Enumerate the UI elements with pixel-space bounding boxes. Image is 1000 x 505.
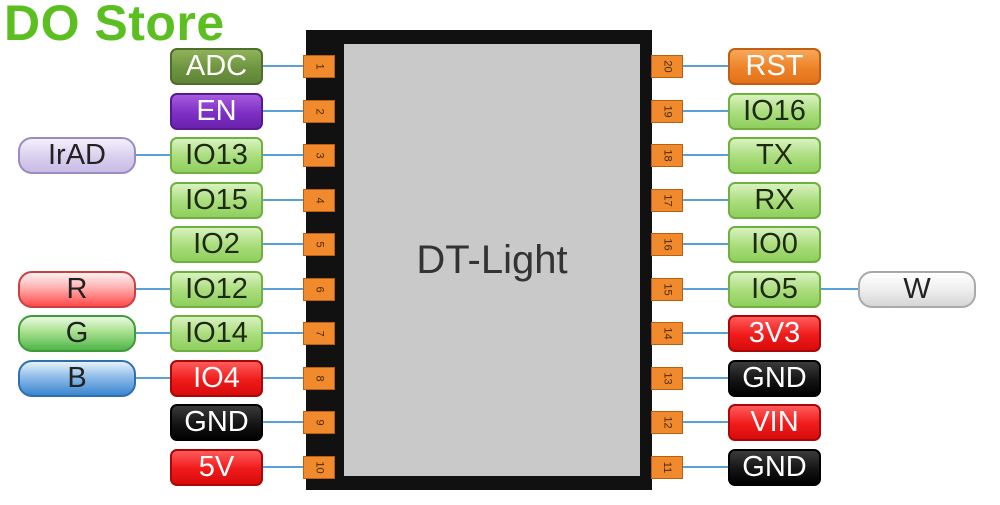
pin-pad-15: 15 — [651, 277, 683, 301]
pin-pad-3: 3 — [303, 144, 335, 167]
function-connector-line — [821, 287, 858, 290]
pin-label-gnd: GND — [170, 404, 263, 441]
pin-number: 14 — [661, 327, 674, 340]
pin-pad-2: 2 — [303, 99, 335, 123]
pin-number: 20 — [661, 60, 674, 73]
function-connector-line — [136, 332, 170, 334]
pin-label-3v3: 3V3 — [728, 315, 821, 352]
pin-label-io12: IO12 — [170, 270, 263, 308]
pin-number: 3 — [313, 152, 326, 159]
pin-number: 15 — [661, 282, 674, 296]
pin-label-io4: IO4 — [170, 359, 263, 397]
pin-number: 1 — [313, 63, 326, 70]
pin-label-tx: TX — [728, 137, 821, 174]
pin-label-io16: IO16 — [728, 92, 821, 130]
pin-connector-line — [263, 332, 303, 334]
pin-connector-line — [683, 287, 728, 290]
pin-connector-line — [263, 65, 303, 67]
pin-pad-9: 9 — [303, 411, 335, 434]
pin-pad-17: 17 — [651, 188, 683, 212]
pin-number: 7 — [313, 330, 326, 337]
function-connector-line — [136, 287, 170, 290]
pin-pad-14: 14 — [651, 322, 683, 345]
pin-label-en: EN — [170, 92, 263, 130]
pin-number: 6 — [313, 285, 326, 293]
pin-number: 19 — [661, 104, 674, 118]
pin-connector-line — [263, 465, 303, 468]
pin-connector-line — [683, 198, 728, 201]
pin-pad-12: 12 — [651, 411, 683, 434]
pin-connector-line — [683, 109, 728, 112]
pin-pad-6: 6 — [303, 277, 335, 301]
pin-number: 13 — [661, 371, 674, 385]
pin-label-gnd: GND — [728, 448, 821, 486]
pin-number: 10 — [313, 460, 326, 474]
pin-number: 11 — [661, 461, 674, 473]
function-label-r: R — [18, 270, 136, 308]
function-label-w: W — [858, 270, 976, 308]
pin-label-vin: VIN — [728, 404, 821, 441]
module-shield — [344, 44, 640, 476]
pin-pad-16: 16 — [651, 233, 683, 256]
pin-connector-line — [683, 376, 728, 379]
pin-number: 17 — [661, 193, 674, 207]
pin-connector-line — [263, 154, 303, 156]
function-connector-line — [136, 376, 170, 379]
function-label-irad: IrAD — [18, 137, 136, 174]
pin-pad-7: 7 — [303, 322, 335, 345]
pin-label-gnd: GND — [728, 359, 821, 397]
function-label-g: G — [18, 315, 136, 352]
pin-pad-18: 18 — [651, 144, 683, 167]
pin-connector-line — [263, 243, 303, 245]
pin-number: 8 — [313, 374, 326, 382]
pin-connector-line — [683, 65, 728, 67]
pin-label-io5: IO5 — [728, 270, 821, 308]
pin-pad-10: 10 — [303, 455, 335, 479]
pin-connector-line — [683, 421, 728, 423]
pin-label-io14: IO14 — [170, 315, 263, 352]
pin-label-5v: 5V — [170, 448, 263, 486]
pin-pad-4: 4 — [303, 188, 335, 212]
pin-label-rst: RST — [728, 48, 821, 85]
store-watermark: DO Store — [4, 0, 225, 51]
pin-number: 16 — [661, 238, 674, 251]
pin-pad-11: 11 — [651, 455, 683, 479]
pin-label-rx: RX — [728, 181, 821, 219]
pin-connector-line — [263, 376, 303, 379]
pin-number: 18 — [661, 149, 674, 162]
pin-pad-8: 8 — [303, 366, 335, 390]
pin-label-io13: IO13 — [170, 137, 263, 174]
pin-pad-13: 13 — [651, 366, 683, 390]
pin-number: 5 — [313, 241, 326, 248]
pin-number: 9 — [313, 419, 326, 426]
pin-pad-19: 19 — [651, 99, 683, 123]
pin-connector-line — [683, 154, 728, 156]
function-connector-line — [136, 154, 170, 156]
pin-number: 2 — [313, 107, 326, 115]
pin-label-io2: IO2 — [170, 226, 263, 263]
pin-connector-line — [263, 287, 303, 290]
pin-pad-20: 20 — [651, 55, 683, 78]
pin-label-io15: IO15 — [170, 181, 263, 219]
pin-number: 12 — [661, 416, 674, 429]
pin-pad-1: 1 — [303, 55, 335, 78]
pin-number: 4 — [313, 196, 326, 204]
pin-connector-line — [263, 198, 303, 201]
pin-label-adc: ADC — [170, 48, 263, 85]
pin-label-io0: IO0 — [728, 226, 821, 263]
pin-connector-line — [683, 332, 728, 334]
pin-pad-5: 5 — [303, 233, 335, 256]
module-label: DT-Light — [416, 238, 568, 282]
pin-connector-line — [263, 109, 303, 112]
pin-connector-line — [683, 465, 728, 468]
pin-connector-line — [263, 421, 303, 423]
function-label-b: B — [18, 359, 136, 397]
pin-connector-line — [683, 243, 728, 245]
